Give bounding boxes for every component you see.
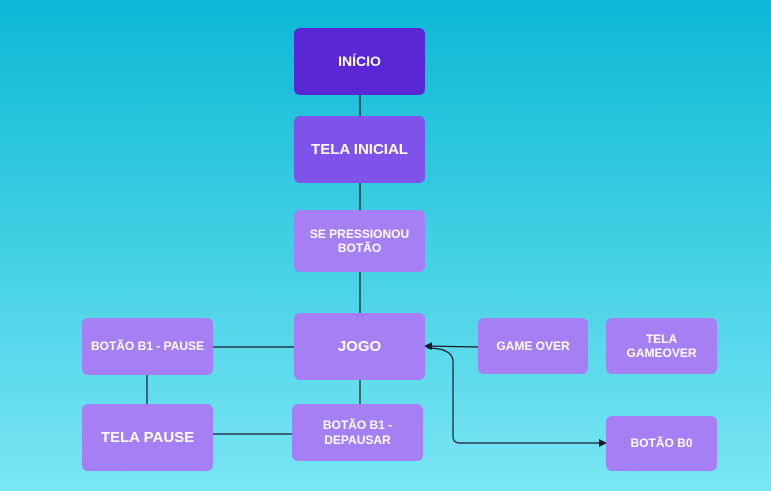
connector-game-over-jogo [424,342,479,351]
node-botao-b1-pause: BOTÃO B1 - PAUSE [82,318,213,375]
node-botao-b1-depausar-line-2: DEPAUSAR [324,432,391,447]
node-jogo-label: JOGO [337,337,382,355]
node-tela-inicial: TELA INICIAL [294,116,425,183]
node-tela-gameover: TELA GAMEOVER [606,318,717,374]
node-botao-b0: BOTÃO B0 [606,416,717,471]
node-se-pressionou-line-1: SE PRESSIONOU [309,226,410,241]
node-game-over: GAME OVER [478,318,588,374]
node-inicio-label: INÍCIO [338,53,381,70]
node-botao-b1-pause-label: BOTÃO B1 - PAUSE [90,339,205,354]
node-tela-inicial-label: TELA INICIAL [311,140,408,158]
node-botao-b0-label: BOTÃO B0 [630,436,693,451]
node-botao-b1-depausar-line-1: BOTÃO B1 - [322,418,393,433]
node-inicio: INÍCIO [294,28,425,95]
node-se-pressionou-line-2: BOTÃO [337,241,382,255]
node-tela-gameover-line-1: TELA [645,331,678,346]
node-se-pressionou-botao: SE PRESSIONOU BOTÃO [294,210,425,272]
node-tela-pause: TELA PAUSE [82,404,213,471]
node-botao-b1-depausar: BOTÃO B1 - DEPAUSAR [292,404,423,461]
node-tela-gameover-line-2: GAMEOVER [626,346,697,360]
node-jogo: JOGO [294,313,425,380]
node-game-over-label: GAME OVER [496,338,570,353]
node-tela-pause-label: TELA PAUSE [100,428,195,446]
